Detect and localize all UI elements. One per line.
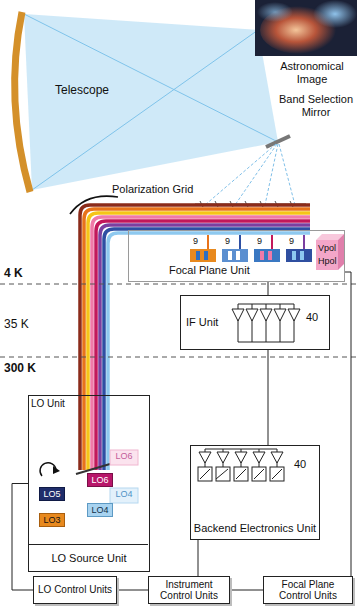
part-label: Polarization Grid bbox=[112, 183, 193, 196]
connector-line bbox=[230, 590, 263, 591]
lo-source-box: LO4 bbox=[87, 503, 113, 517]
pixel-count: 9 bbox=[257, 236, 262, 246]
polarization-label: Hpol bbox=[318, 256, 337, 266]
control-box: Instrument Control Units bbox=[148, 576, 230, 604]
node-text: LO3 bbox=[43, 515, 60, 525]
node-text: LO4 bbox=[91, 505, 108, 515]
lo-source-label: LO4 bbox=[110, 489, 138, 499]
lo-switching bbox=[40, 450, 138, 503]
connector-line bbox=[345, 272, 351, 576]
channel-count: 40 bbox=[306, 311, 318, 324]
lo-source-label: LO6 bbox=[110, 451, 138, 461]
node-text: Focal Plane Unit bbox=[169, 264, 250, 277]
pixel-count: 9 bbox=[225, 236, 230, 246]
lo-beam-bundle bbox=[80, 205, 310, 470]
node-text: LO Control Units bbox=[38, 584, 112, 596]
pixel-count: 9 bbox=[289, 236, 294, 246]
telescope-beam bbox=[24, 14, 278, 190]
mixer-array bbox=[190, 235, 312, 262]
part-label: Band Selection Mirror bbox=[278, 93, 354, 118]
node-text: Focal Plane Control Units bbox=[266, 579, 350, 602]
temperature-label: 4 K bbox=[4, 267, 23, 281]
if-amplifiers bbox=[232, 304, 300, 342]
beam-ray bbox=[32, 30, 258, 190]
beam-ray bbox=[24, 14, 278, 142]
unit-box: LO UnitLO6LO5LO4LO3 bbox=[28, 395, 148, 545]
control-box: LO Control Units bbox=[33, 576, 117, 604]
temperature-label: 35 K bbox=[4, 318, 29, 332]
channel-count: 40 bbox=[294, 458, 306, 471]
control-box: Focal Plane Control Units bbox=[263, 576, 353, 604]
polarization-block bbox=[316, 234, 344, 270]
connector-line bbox=[198, 540, 199, 576]
part-label: Telescope bbox=[55, 84, 109, 98]
pixel-count: 9 bbox=[193, 236, 198, 246]
connector-line bbox=[117, 590, 148, 591]
node-text: LO5 bbox=[43, 489, 60, 499]
temperature-label: 300 K bbox=[4, 362, 36, 376]
lo-source-box: LO5 bbox=[39, 487, 65, 501]
temperature-boundary bbox=[0, 284, 357, 285]
polarization-label: Vpol bbox=[318, 243, 336, 253]
node-text: Instrument Control Units bbox=[151, 579, 227, 602]
connector-line bbox=[12, 484, 33, 591]
temperature-boundary bbox=[0, 357, 357, 358]
lo-source-box: LO6 bbox=[87, 473, 113, 487]
unit-box: Focal Plane Unit bbox=[128, 230, 345, 282]
node-text: LO Unit bbox=[31, 398, 65, 410]
telescope-mirror bbox=[15, 12, 30, 192]
node-text: LO6 bbox=[91, 475, 108, 485]
lens bbox=[70, 196, 118, 214]
unit-box: LO Source UnitLO UnitLO6LO5LO4LO3 bbox=[28, 395, 150, 572]
node-text: IF Unit bbox=[186, 316, 218, 329]
connector-line bbox=[268, 282, 269, 295]
lo-source-box: LO3 bbox=[39, 513, 65, 527]
node-text: LO Source Unit bbox=[51, 552, 126, 565]
beam-ray bbox=[205, 144, 295, 205]
part-label: Astronomical Image bbox=[268, 60, 356, 85]
connector-line bbox=[268, 350, 269, 445]
backend-channels bbox=[198, 449, 284, 481]
node-text: Backend Electronics Unit bbox=[194, 522, 316, 535]
astronomical-image bbox=[255, 0, 357, 56]
